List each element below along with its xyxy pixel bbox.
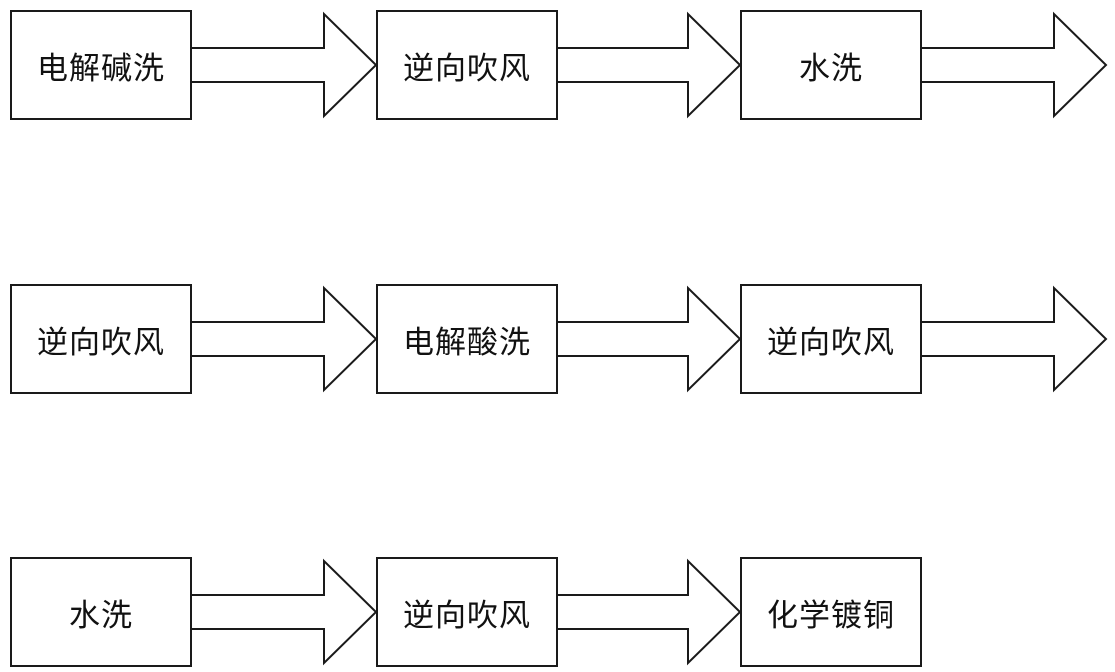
flow-arrow-row1-continue bbox=[922, 11, 1108, 119]
process-step-label: 逆向吹风 bbox=[37, 324, 165, 361]
process-step-box: 电解碱洗 bbox=[10, 10, 192, 120]
flow-arrow-row2-1 bbox=[192, 285, 378, 393]
process-step-label: 逆向吹风 bbox=[403, 50, 531, 87]
process-step-box: 逆向吹风 bbox=[10, 284, 192, 394]
process-step-box: 逆向吹风 bbox=[740, 284, 922, 394]
process-step-box: 逆向吹风 bbox=[376, 10, 558, 120]
flow-arrow-row2-continue bbox=[922, 285, 1108, 393]
process-step-label: 水洗 bbox=[799, 50, 863, 87]
flow-arrow-row1-2 bbox=[558, 11, 742, 119]
process-step-box: 水洗 bbox=[740, 10, 922, 120]
process-step-box: 逆向吹风 bbox=[376, 557, 558, 667]
process-step-label: 电解酸洗 bbox=[403, 324, 531, 361]
process-step-label: 逆向吹风 bbox=[403, 597, 531, 634]
flow-arrow-row3-1 bbox=[192, 558, 378, 666]
process-step-box: 电解酸洗 bbox=[376, 284, 558, 394]
flow-arrow-row1-1 bbox=[192, 11, 378, 119]
process-step-box: 水洗 bbox=[10, 557, 192, 667]
process-step-label: 化学镀铜 bbox=[767, 597, 895, 634]
flow-arrow-row2-2 bbox=[558, 285, 742, 393]
process-step-label: 电解碱洗 bbox=[37, 50, 165, 87]
flow-arrow-row3-2 bbox=[558, 558, 742, 666]
process-step-box: 化学镀铜 bbox=[740, 557, 922, 667]
process-step-label: 水洗 bbox=[69, 597, 133, 634]
process-step-label: 逆向吹风 bbox=[767, 324, 895, 361]
